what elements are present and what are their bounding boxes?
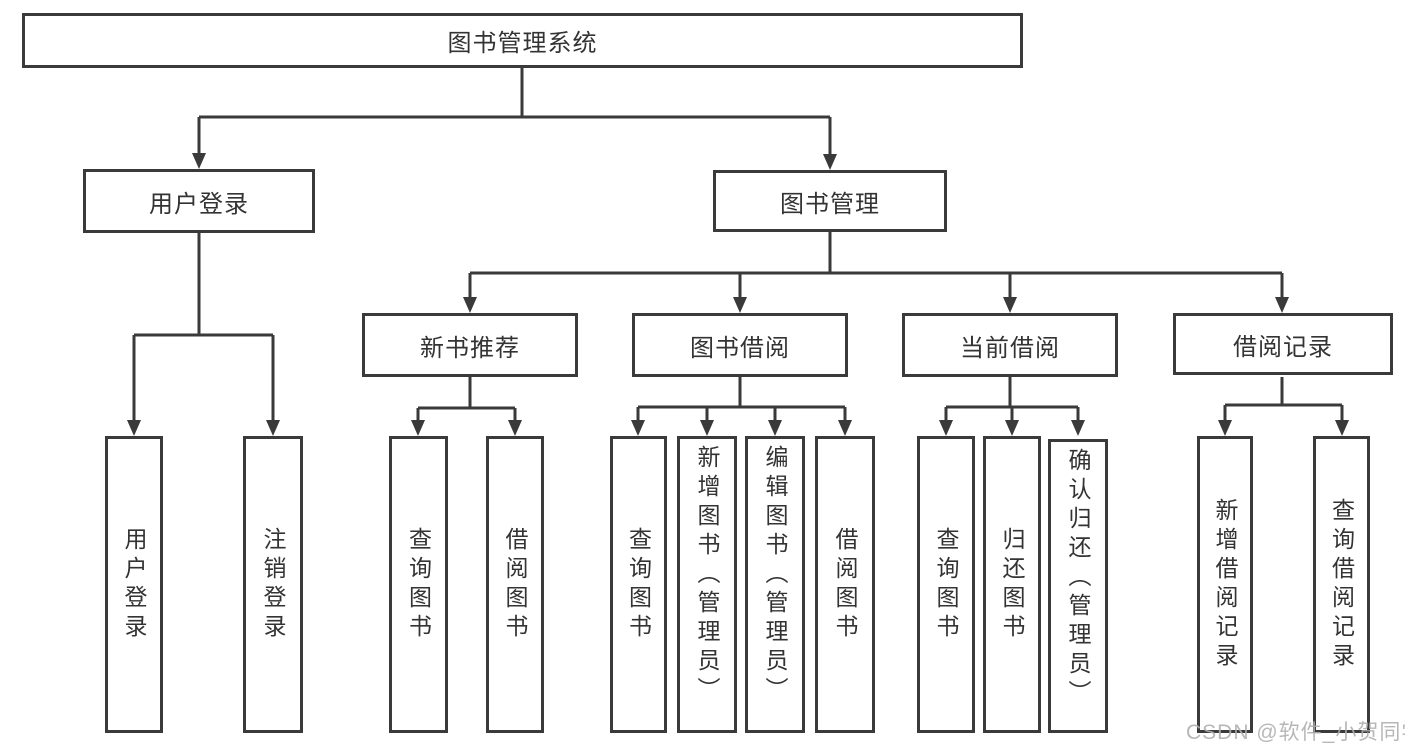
leaf-confirm-return-admin: 确认归还（管理员） <box>1048 439 1108 733</box>
leaf-edit-book-admin: 编辑图书（管理员） <box>745 436 805 733</box>
node-book-borrow: 图书借阅 <box>632 313 848 377</box>
connector-new-book <box>416 377 517 423</box>
node-borrow-records: 借阅记录 <box>1173 313 1393 375</box>
leaf-add-book-admin: 新增图书（管理员） <box>677 436 737 733</box>
leaf-query-books-recommend: 查询图书 <box>389 436 448 733</box>
csdn-watermark: CSDN @软件_小贺同学 <box>1186 721 1405 744</box>
leaf-borrow-books-recommend: 借阅图书 <box>486 436 544 733</box>
leaf-borrow-books-borrow: 借阅图书 <box>815 436 875 733</box>
connector-current-borrow <box>944 377 1080 423</box>
node-user-login: 用户登录 <box>83 169 315 233</box>
leaf-add-borrow-record: 新增借阅记录 <box>1197 436 1253 733</box>
node-current-borrow: 当前借阅 <box>902 313 1118 377</box>
leaf-query-borrow-record: 查询借阅记录 <box>1313 436 1370 733</box>
connector-book-management <box>468 232 1284 300</box>
leaf-query-books-borrow: 查询图书 <box>610 436 667 733</box>
connector-book-borrow <box>636 377 847 423</box>
leaf-logout: 注销登录 <box>243 436 303 733</box>
node-root: 图书管理系统 <box>22 13 1023 68</box>
node-book-management: 图书管理 <box>713 170 947 232</box>
leaf-return-books: 归还图书 <box>983 436 1041 733</box>
connector-user-login <box>132 233 275 423</box>
leaf-query-books-current: 查询图书 <box>917 436 975 733</box>
leaf-user-login: 用户登录 <box>105 436 163 733</box>
arrowheads <box>127 153 1349 436</box>
connector-borrow-records <box>1223 377 1344 423</box>
connector-root <box>197 68 832 156</box>
node-new-book-recommendation: 新书推荐 <box>362 313 578 377</box>
